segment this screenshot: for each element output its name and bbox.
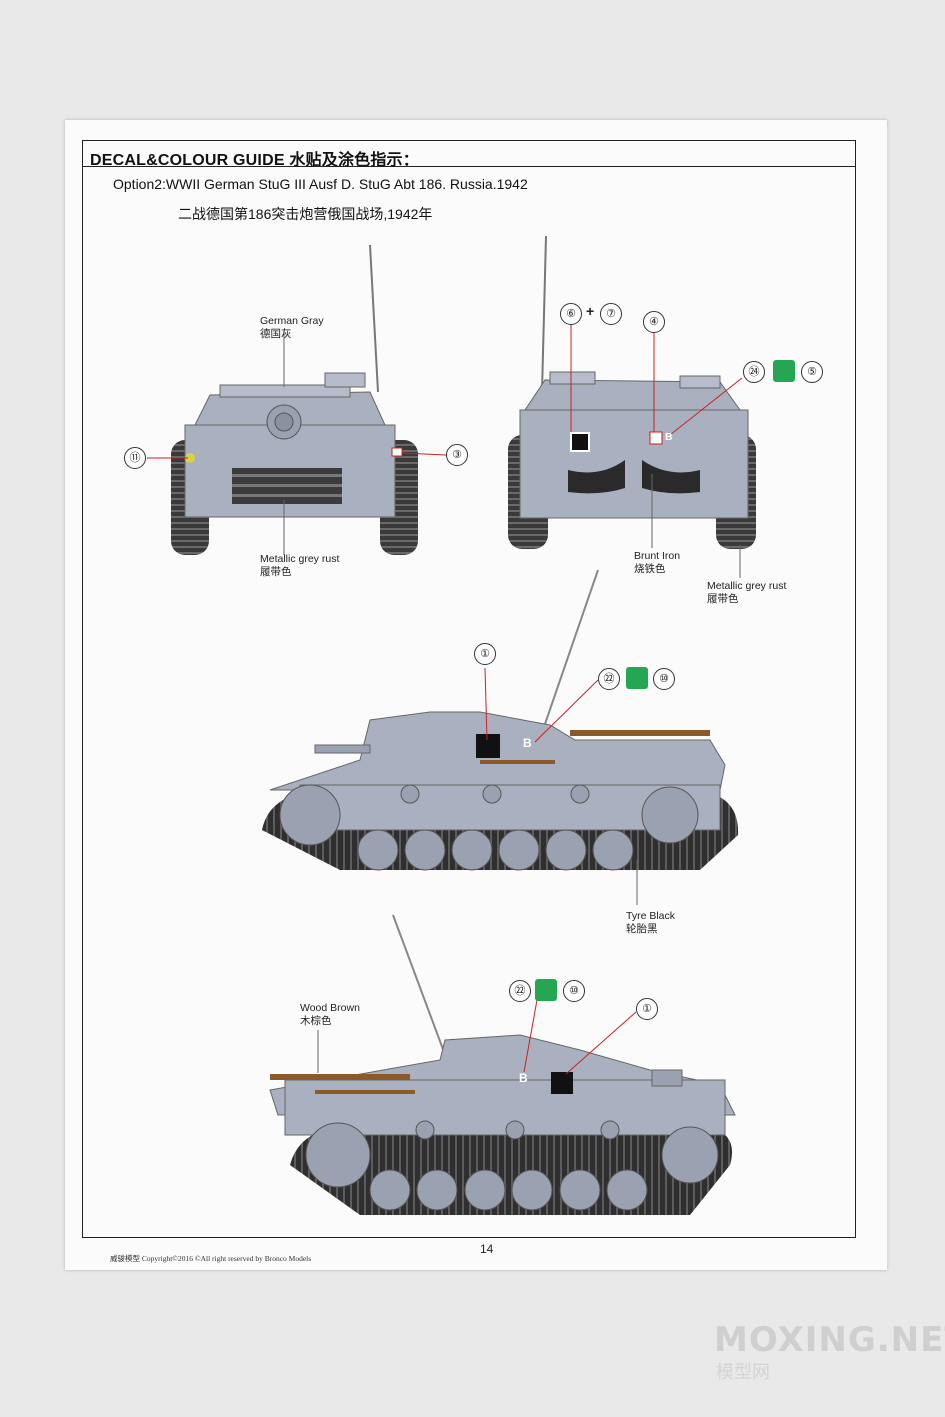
callout-10: ⑩ <box>653 668 675 690</box>
decal-letter-left: B <box>519 1071 528 1085</box>
side-view-right <box>262 569 739 871</box>
option-title-cn: 二战德国第186突击炮营俄国战场,1942年 <box>178 206 433 222</box>
watermark-brand: MOXING.NET <box>714 1320 945 1360</box>
rear-view <box>508 235 756 549</box>
callout-4: ④ <box>643 311 665 333</box>
decal-side-badge-icon <box>773 360 795 382</box>
side-view-left <box>269 914 736 1215</box>
callout-22-left: ㉒ <box>509 980 531 1002</box>
callout-5: ⑤ <box>801 361 823 383</box>
page-frame <box>82 140 856 1238</box>
callout-plus: + <box>586 303 595 319</box>
callout-7: ⑦ <box>600 303 622 325</box>
callout-24: ㉔ <box>743 361 765 383</box>
balkenkreuz-rear <box>570 432 590 452</box>
footer-copyright: 威骏模型 Copyright©2016 ©All right reserved … <box>110 1254 312 1263</box>
title-rule <box>82 166 856 167</box>
decal-side-badge-icon <box>535 979 557 1001</box>
callout-1: ① <box>474 643 496 665</box>
callout-22: ㉒ <box>598 668 620 690</box>
decal-side-badge-icon <box>626 667 648 689</box>
option-title: Option2:WWII German StuG III Ausf D. Stu… <box>113 176 528 192</box>
callout-leaders <box>147 324 743 1075</box>
callout-3: ③ <box>446 444 468 466</box>
page-title: DECAL&COLOUR GUIDE 水贴及涂色指示： <box>90 152 419 169</box>
watermark-cn: 模型网 <box>716 1362 770 1382</box>
decal-letter-rear: B <box>665 431 673 443</box>
page-number: 14 <box>480 1242 494 1256</box>
callout-1-left: ① <box>636 998 658 1020</box>
front-view <box>171 244 418 555</box>
paint-leaders <box>283 331 741 1073</box>
callout-10-left: ⑩ <box>563 980 585 1002</box>
callout-6: ⑥ <box>560 303 582 325</box>
decal-letter-right: B <box>523 736 532 750</box>
callout-11: ⑪ <box>124 447 146 469</box>
